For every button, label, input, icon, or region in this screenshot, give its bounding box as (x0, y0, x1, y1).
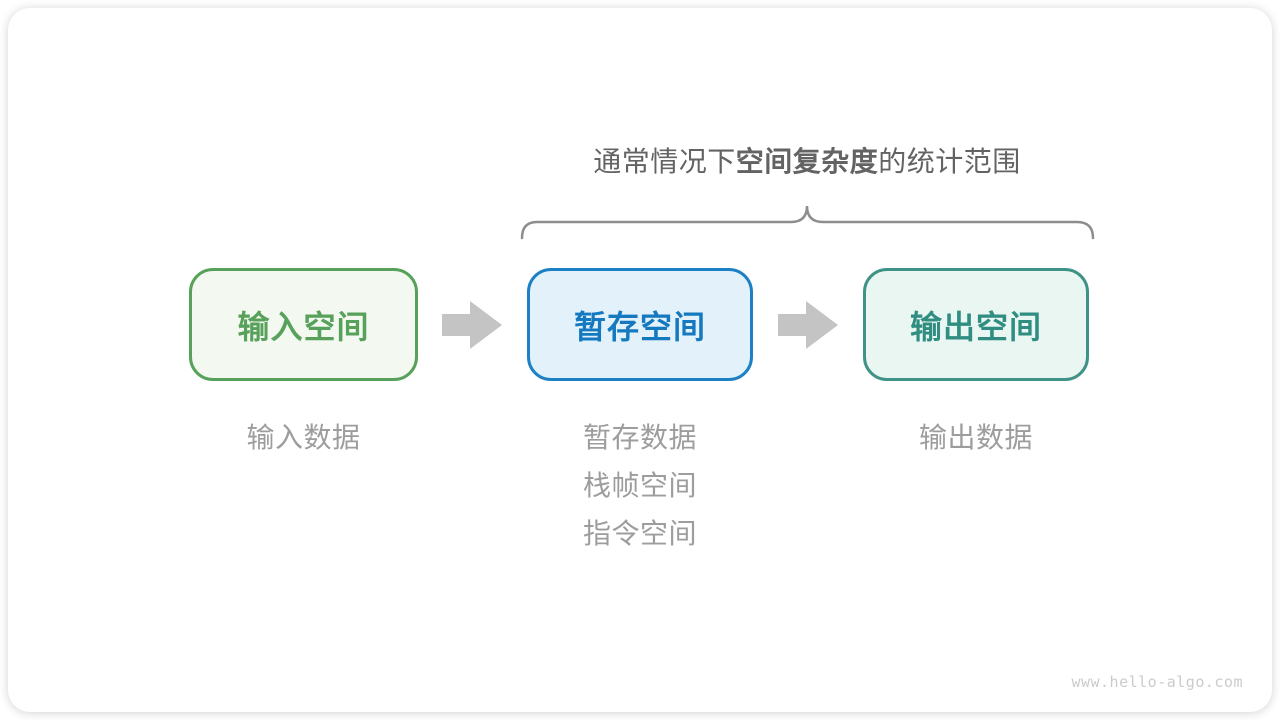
caption-temp-data: 暂存数据 (582, 421, 697, 454)
arrow-shape (442, 301, 502, 349)
box-output-space-label: 输出空间 (909, 307, 1042, 346)
title-bold-term: 空间复杂度 (735, 145, 879, 178)
scope-brace (520, 205, 1095, 240)
arrow-shape (778, 301, 838, 349)
arrow-icon-input-to-temp (442, 301, 502, 349)
caption-stack-frame-space: 栈帧空间 (582, 469, 697, 502)
caption-output-data: 输出数据 (918, 421, 1033, 454)
box-output-space: 输出空间 (863, 268, 1089, 381)
watermark-url: www.hello-algo.com (1071, 673, 1243, 691)
box-temp-space: 暂存空间 (527, 268, 753, 381)
diagram-title: 通常情况下空间复杂度的统计范围 (500, 144, 1114, 180)
scope-brace-path (520, 205, 1095, 240)
caption-input-column: 输入数据 (189, 414, 418, 462)
caption-instruction-space: 指令空间 (582, 517, 697, 550)
arrow-icon-temp-to-output (778, 301, 838, 349)
title-suffix: 的统计范围 (878, 145, 1021, 178)
box-input-space-label: 输入空间 (237, 307, 370, 346)
caption-temp-column: 暂存数据 栈帧空间 指令空间 (527, 414, 753, 558)
title-prefix: 通常情况下 (593, 145, 736, 178)
caption-output-column: 输出数据 (863, 414, 1089, 462)
caption-input-data: 输入数据 (246, 421, 361, 454)
box-input-space: 输入空间 (189, 268, 418, 381)
box-temp-space-label: 暂存空间 (573, 307, 706, 346)
